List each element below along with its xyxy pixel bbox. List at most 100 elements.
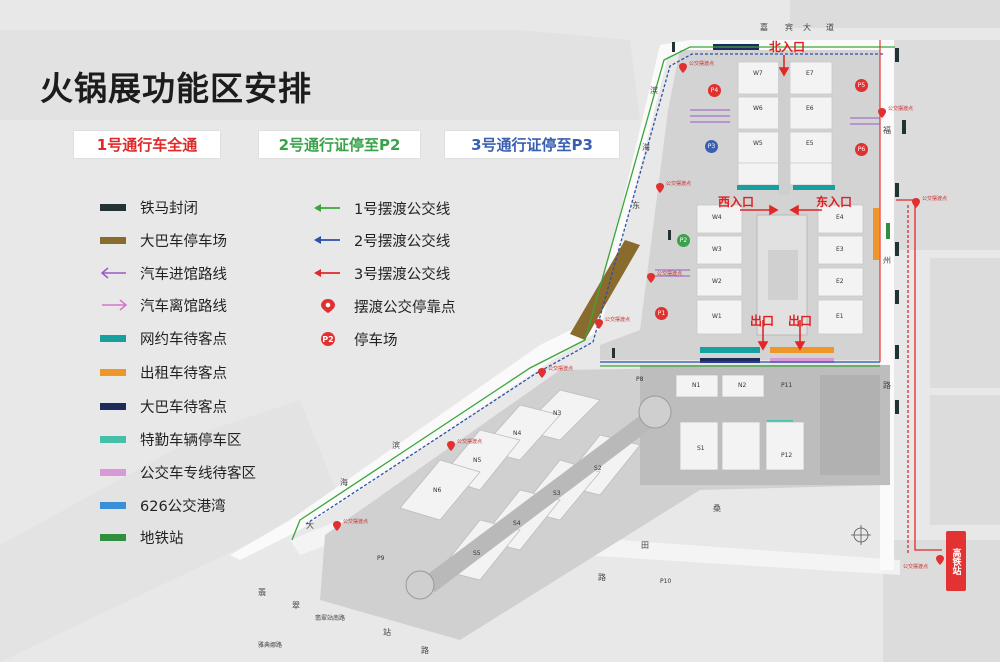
hall-label: S4 bbox=[513, 520, 521, 527]
road-char: 滨 bbox=[392, 441, 400, 450]
road-char: 道 bbox=[826, 23, 834, 32]
pass-badge-2: 2号通行证停至P2 bbox=[259, 131, 420, 158]
car-exit-arrow-icon bbox=[102, 299, 128, 311]
bus-stop-label: 公交摆渡点 bbox=[689, 61, 715, 67]
legend-item: 2号摆渡公交线 bbox=[314, 229, 450, 251]
road-char: 路 bbox=[883, 381, 891, 390]
east-entrance-label: 东入口 bbox=[816, 195, 853, 209]
hall-label: E3 bbox=[836, 246, 844, 253]
lot-label: P9 bbox=[377, 555, 385, 562]
pass-badge-3: 3号通行证停至P3 bbox=[445, 131, 619, 158]
coach-pickup-swatch-icon bbox=[100, 402, 126, 410]
parking-p1-icon: P1 bbox=[655, 307, 668, 320]
road-char: 站 bbox=[383, 628, 391, 637]
bus-stop-label: 公交摆渡点 bbox=[605, 317, 631, 323]
hall-label: N6 bbox=[433, 487, 442, 494]
legend-item: 3号摆渡公交线 bbox=[314, 262, 450, 284]
hall-label: N5 bbox=[473, 457, 482, 464]
compass bbox=[851, 525, 871, 545]
svg-text:P2: P2 bbox=[322, 335, 333, 344]
road-char: 路 bbox=[421, 646, 429, 655]
hall-label: N4 bbox=[513, 430, 522, 437]
road-char: 翡 bbox=[258, 588, 266, 597]
bus-stop-label: 公交摆渡点 bbox=[903, 564, 929, 570]
hall-label: W3 bbox=[712, 246, 722, 253]
bus-stop-label: 公交摆渡点 bbox=[666, 181, 692, 187]
hall-label: W1 bbox=[712, 313, 722, 320]
legend-item: 1号摆渡公交线 bbox=[314, 197, 450, 219]
bus-line-swatch-icon bbox=[100, 468, 126, 476]
hall-label: W6 bbox=[753, 105, 763, 112]
parking-circle-icon: P2 bbox=[321, 332, 335, 346]
road-char: 滨 bbox=[650, 86, 658, 95]
bus-parking-strip bbox=[570, 240, 640, 340]
road-char: 福 bbox=[883, 126, 891, 135]
parking-p6-icon: P6 bbox=[855, 143, 868, 156]
road-char: 路 bbox=[598, 573, 606, 582]
road-char: 田 bbox=[641, 541, 649, 550]
road-name: 翡翠站南路 bbox=[315, 615, 346, 622]
bus-stop-pin-icon bbox=[595, 314, 603, 333]
road-char: 桑 bbox=[713, 504, 721, 513]
lot-label: P11 bbox=[781, 382, 793, 389]
road-char: 宾 bbox=[785, 23, 793, 32]
road-char: 海 bbox=[642, 143, 650, 152]
hall-label: E2 bbox=[836, 278, 844, 285]
road-char: 大 bbox=[306, 521, 314, 530]
special-vehicle-swatch-icon bbox=[100, 435, 126, 443]
road-name: 雅典娜路 bbox=[258, 642, 283, 649]
bus-stop-pin-icon bbox=[878, 103, 886, 122]
parking-p4-icon: P4 bbox=[708, 84, 721, 97]
legend-item: 大巴车待客点 bbox=[100, 395, 227, 417]
map-pin-icon bbox=[321, 299, 335, 313]
legend-item: 大巴车停车场 bbox=[100, 229, 227, 251]
bus-stop-label: 公交摆渡点 bbox=[343, 519, 369, 525]
hall-label: W4 bbox=[712, 214, 722, 221]
hall-label: S3 bbox=[553, 490, 561, 497]
parking-p2-icon: P2 bbox=[677, 234, 690, 247]
fence-swatch-icon bbox=[100, 203, 126, 211]
west-entrance-label: 西入口 bbox=[718, 195, 755, 209]
legend-item: 626公交港湾 bbox=[100, 494, 226, 516]
bus-stop-label: 公交摆渡点 bbox=[888, 106, 914, 112]
road-char: 嘉 bbox=[760, 23, 768, 32]
bus-stop-pin-icon bbox=[538, 363, 546, 382]
taxi-swatch-icon bbox=[100, 368, 126, 376]
hall-label: S1 bbox=[697, 445, 705, 452]
hall-label: E5 bbox=[806, 140, 814, 147]
metro-swatch-icon bbox=[100, 533, 126, 541]
legend-item: 网约车待客点 bbox=[100, 327, 227, 349]
exit-label-1: 出口 bbox=[750, 314, 775, 328]
road-char: 海 bbox=[340, 478, 348, 487]
legend-item: 汽车进馆路线 bbox=[100, 262, 227, 284]
parking-p3-icon: P3 bbox=[705, 140, 718, 153]
shuttle-line-2-arrow-icon bbox=[314, 236, 340, 244]
lot-label: P8 bbox=[636, 376, 644, 383]
hall-label: S2 bbox=[594, 465, 602, 472]
legend-item: 摆渡公交停靠点 bbox=[314, 295, 456, 317]
bus-stop-pin-icon bbox=[647, 268, 655, 287]
bus-stop-pin-icon bbox=[912, 193, 920, 212]
bus-stop-label: 公交摆渡点 bbox=[922, 196, 948, 202]
legend-item: 特勤车辆停车区 bbox=[100, 428, 242, 450]
parking-p5-icon: P5 bbox=[855, 79, 868, 92]
shuttle-line-1-arrow-icon bbox=[314, 204, 340, 212]
hall-label: W7 bbox=[753, 70, 763, 77]
railway-station-sign: 高铁站 bbox=[946, 531, 966, 591]
bus-stop-pin-icon bbox=[656, 178, 664, 197]
bus-stop-label: 公交摆渡点 bbox=[657, 271, 683, 277]
hall-label: W5 bbox=[753, 140, 763, 147]
legend-item: 铁马封闭 bbox=[100, 196, 198, 218]
lot-label: P10 bbox=[660, 578, 672, 585]
hall-label: W2 bbox=[712, 278, 722, 285]
hall-label: N2 bbox=[738, 382, 747, 389]
road-char: 翠 bbox=[292, 601, 300, 610]
lot-label: P12 bbox=[781, 452, 793, 459]
legend-item: 地铁站 bbox=[100, 526, 184, 548]
hall-label: E1 bbox=[836, 313, 844, 320]
pass-badge-1: 1号通行车全通 bbox=[74, 131, 220, 158]
page-title: 火锅展功能区安排 bbox=[40, 69, 312, 108]
hall-label: N3 bbox=[553, 410, 562, 417]
bus-stop-pin-icon bbox=[333, 516, 341, 535]
